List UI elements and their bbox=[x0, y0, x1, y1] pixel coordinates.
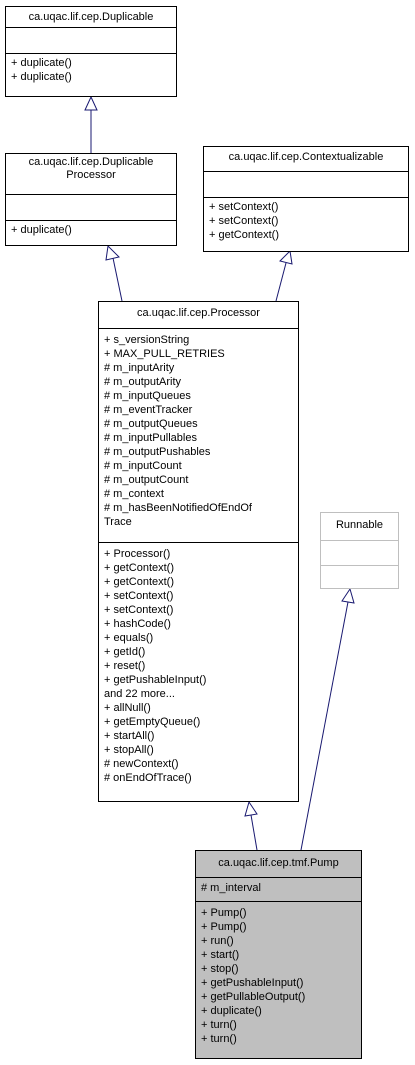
class-contextualizable[interactable]: ca.uqac.lif.cep.Contextualizable + setCo… bbox=[203, 146, 409, 252]
method: + getPushableInput() bbox=[104, 674, 207, 686]
more-methods-note: and 22 more... bbox=[104, 688, 175, 700]
attribute: # m_inputPullables bbox=[104, 432, 197, 444]
method: + getEmptyQueue() bbox=[104, 716, 201, 728]
class-title: ca.uqac.lif.cep.Duplicable bbox=[28, 11, 154, 23]
method: # onEndOfTrace() bbox=[104, 772, 192, 784]
method: + start() bbox=[201, 949, 240, 961]
attributes-section: + s_versionString + MAX_PULL_RETRIES # m… bbox=[99, 328, 298, 542]
method: + getPushableInput() bbox=[201, 977, 304, 989]
method: + duplicate() bbox=[11, 224, 72, 236]
attribute: # m_interval bbox=[201, 882, 261, 894]
method: + getContext() bbox=[104, 562, 175, 574]
attribute: # m_outputPushables bbox=[104, 446, 211, 458]
method: + startAll() bbox=[104, 730, 155, 742]
method: + setContext() bbox=[209, 201, 279, 213]
edge-pump-runnable bbox=[300, 601, 349, 851]
edge-pump-processor bbox=[250, 814, 258, 851]
attributes-section bbox=[321, 540, 398, 565]
class-duplicable[interactable]: ca.uqac.lif.cep.Duplicable + duplicate()… bbox=[5, 6, 177, 97]
attribute: + s_versionString bbox=[104, 334, 190, 346]
method: + run() bbox=[201, 935, 234, 947]
method: + duplicate() bbox=[201, 1005, 262, 1017]
method: + Pump() bbox=[201, 907, 247, 919]
attribute: # m_hasBeenNotifiedOfEndOf bbox=[104, 502, 252, 514]
attribute: # m_inputArity bbox=[104, 362, 175, 374]
method: + turn() bbox=[201, 1033, 237, 1045]
arrow-contextualizable bbox=[279, 249, 293, 265]
class-title-line1: ca.uqac.lif.cep.Duplicable bbox=[28, 156, 154, 168]
edge-processor-duplicableprocessor bbox=[112, 257, 123, 302]
edge-processor-contextualizable bbox=[275, 262, 287, 302]
method: + equals() bbox=[104, 632, 154, 644]
methods-section: + setContext() + setContext() + getConte… bbox=[204, 197, 408, 244]
class-title: ca.uqac.lif.cep.Contextualizable bbox=[228, 151, 384, 163]
attributes-section bbox=[6, 194, 176, 220]
method: + stop() bbox=[201, 963, 239, 975]
methods-section bbox=[321, 565, 398, 588]
methods-section: + Processor() + getContext() + getContex… bbox=[99, 542, 298, 787]
attribute: # m_outputArity bbox=[104, 376, 182, 388]
class-title-line2: Processor bbox=[66, 169, 116, 181]
class-title: ca.uqac.lif.cep.Duplicable Processor bbox=[6, 154, 176, 194]
arrow-duplicableprocessor bbox=[105, 244, 120, 261]
method: + setContext() bbox=[209, 215, 279, 227]
method: + setContext() bbox=[104, 590, 174, 602]
class-title: ca.uqac.lif.cep.tmf.Pump bbox=[218, 857, 339, 869]
method: + Processor() bbox=[104, 548, 171, 560]
method: # newContext() bbox=[104, 758, 179, 770]
method: + getContext() bbox=[209, 229, 280, 241]
class-title: Runnable bbox=[335, 519, 384, 531]
method: + getPullableOutput() bbox=[201, 991, 306, 1003]
attribute: Trace bbox=[104, 516, 132, 528]
class-duplicable-processor[interactable]: ca.uqac.lif.cep.Duplicable Processor + d… bbox=[5, 153, 177, 246]
class-runnable[interactable]: Runnable bbox=[320, 512, 399, 589]
arrow-duplicable bbox=[84, 95, 98, 111]
attributes-section bbox=[204, 171, 408, 197]
method: + duplicate() bbox=[11, 71, 72, 83]
method: + getContext() bbox=[104, 576, 175, 588]
class-pump[interactable]: ca.uqac.lif.cep.tmf.Pump # m_interval + … bbox=[195, 850, 362, 1059]
method: + duplicate() bbox=[11, 57, 72, 69]
attributes-section: # m_interval bbox=[196, 877, 361, 901]
method: + getId() bbox=[104, 646, 146, 658]
method: + reset() bbox=[104, 660, 146, 672]
attributes-section bbox=[6, 27, 176, 53]
attribute: # m_eventTracker bbox=[104, 404, 193, 416]
attribute: + MAX_PULL_RETRIES bbox=[104, 348, 225, 360]
method: + setContext() bbox=[104, 604, 174, 616]
method: + stopAll() bbox=[104, 744, 154, 756]
method: + allNull() bbox=[104, 702, 151, 714]
arrow-runnable bbox=[341, 587, 355, 604]
class-title: ca.uqac.lif.cep.Processor bbox=[137, 307, 260, 319]
methods-section: + duplicate() bbox=[6, 220, 176, 239]
attribute: # m_outputQueues bbox=[104, 418, 198, 430]
class-processor[interactable]: ca.uqac.lif.cep.Processor + s_versionStr… bbox=[98, 301, 299, 802]
arrow-processor bbox=[244, 800, 258, 817]
method: + turn() bbox=[201, 1019, 237, 1031]
attribute: # m_inputCount bbox=[104, 460, 182, 472]
method: + hashCode() bbox=[104, 618, 171, 630]
method: + Pump() bbox=[201, 921, 247, 933]
attribute: # m_inputQueues bbox=[104, 390, 191, 402]
methods-section: + duplicate() + duplicate() bbox=[6, 53, 176, 86]
attribute: # m_context bbox=[104, 488, 164, 500]
methods-section: + Pump() + Pump() + run() + start() + st… bbox=[196, 901, 361, 1048]
attribute: # m_outputCount bbox=[104, 474, 189, 486]
